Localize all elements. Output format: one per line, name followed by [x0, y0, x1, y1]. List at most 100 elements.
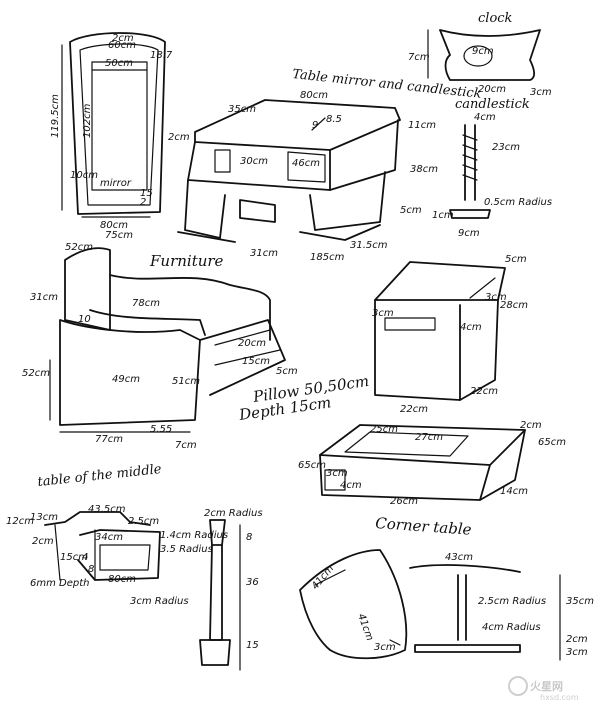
- mirror-side: 18.7: [150, 50, 173, 61]
- vanity-base: 185cm: [310, 252, 345, 263]
- middle-c: 15cm: [60, 552, 88, 563]
- middle-length: 34cm: [95, 532, 123, 543]
- low-table-leg-w: 4cm: [340, 480, 362, 491]
- clock-edge: 3cm: [530, 87, 552, 98]
- sofa-drawer-h: 20cm: [238, 338, 266, 349]
- sofa-width: 77cm: [95, 434, 123, 445]
- corner-height: 35cm: [566, 596, 594, 607]
- middle-edge: 2.5cm: [128, 516, 159, 527]
- pedestal-top: 2cm Radius: [204, 508, 263, 519]
- box-drawing: 5cm 28cm 3cm 4cm 3cm 22cm 22cm: [372, 254, 528, 415]
- box-front-h: 4cm: [460, 322, 482, 333]
- middle-b: 8: [88, 564, 94, 575]
- low-table-top-w: 27cm: [415, 432, 443, 443]
- vanity-height: 38cm: [410, 164, 438, 175]
- sofa-height: 52cm: [22, 368, 50, 379]
- sofa-front: 49cm: [112, 374, 140, 385]
- watermark: 火星网 hxsd.com: [508, 676, 579, 702]
- candle-top: 4cm: [474, 112, 496, 123]
- box-top: 5cm: [505, 254, 527, 265]
- low-table-leg: 3cm: [326, 468, 348, 479]
- corner-foot2: 3cm: [566, 647, 588, 658]
- sofa-arm-top: 75cm: [105, 230, 133, 241]
- box-width: 22cm: [400, 404, 428, 415]
- mirror-small-b: 2: [140, 197, 146, 208]
- vanity-drawer-left: 30cm: [240, 156, 268, 167]
- candle-height: 23cm: [492, 142, 520, 153]
- sofa-arm-w: 52cm: [65, 242, 93, 253]
- pedestal-h1: 36: [246, 577, 259, 588]
- mirror-drawing: 2cm 60cm 50cm 119.5cm 102cm 18.7 mirror …: [50, 32, 173, 231]
- low-table-edge: 2cm: [520, 420, 542, 431]
- sofa-seat: 78cm: [132, 298, 160, 309]
- clock-width: 20cm: [478, 84, 506, 95]
- corner-stem: 2.5cm Radius: [478, 596, 546, 607]
- middle-left2: 13cm: [30, 512, 58, 523]
- box-height: 28cm: [500, 300, 528, 311]
- pedestal-r: 3cm Radius: [130, 596, 189, 607]
- corner-r2: 41cm: [355, 612, 375, 642]
- corner-foot1: 2cm: [566, 634, 588, 645]
- middle-left: 12cm: [6, 516, 34, 527]
- clock-drawing: 7cm 9cm 20cm 3cm: [408, 29, 552, 98]
- vanity-leg-w: 31.5cm: [350, 240, 388, 251]
- vanity-foot: 5cm: [400, 205, 422, 216]
- watermark-url: hxsd.com: [540, 693, 579, 702]
- mirror-bottom: 10cm: [70, 170, 98, 181]
- candle-base: 9cm: [458, 228, 480, 239]
- candlestick-drawing: 4cm 23cm 0.5cm Radius 1cm 9cm: [432, 112, 552, 239]
- sofa-back-h: 31cm: [30, 292, 58, 303]
- low-table-width: 26cm: [390, 496, 418, 507]
- sofa-drawing: 52cm 75cm 31cm 78cm 10 52cm 49cm 51cm 20…: [22, 230, 298, 451]
- middle-r1: 1.4cm Radius: [160, 530, 228, 541]
- title-candlestick: candlestick: [455, 97, 530, 112]
- watermark-logo-icon: [508, 676, 528, 696]
- corner-width: 43cm: [445, 552, 473, 563]
- vanity-edge: 2cm: [168, 132, 190, 143]
- low-table-height-l: 65cm: [298, 460, 326, 471]
- mirror-small-h: 15: [140, 188, 153, 199]
- sofa-leg: 5cm: [276, 366, 298, 377]
- mirror-inner-height: 102cm: [82, 103, 93, 138]
- vanity-drawer-right: 46cm: [292, 158, 320, 169]
- vanity-table-drawing: 80cm 35cm 2cm 9 8.5 30cm 46cm 11cm 38cm …: [168, 90, 438, 263]
- mirror-top-width: 60cm: [108, 40, 136, 51]
- mirror-width: 80cm: [100, 220, 128, 231]
- box-depth: 22cm: [470, 386, 498, 397]
- sofa-arm-off: 10: [78, 314, 91, 325]
- middle-d1: 2cm: [32, 536, 54, 547]
- middle-a: 4: [82, 552, 88, 563]
- low-table-depth: 14cm: [500, 486, 528, 497]
- clock-height: 7cm: [408, 52, 430, 63]
- sofa-side: 51cm: [172, 376, 200, 387]
- pedestal-h2: 15: [246, 640, 259, 651]
- title-corner-table: Corner table: [375, 514, 473, 539]
- vanity-angle: 9: [312, 120, 318, 131]
- pedestal-h3: 8: [246, 532, 252, 543]
- box-handle: 3cm: [372, 308, 394, 319]
- vanity-top-width: 80cm: [300, 90, 328, 101]
- vanity-angle2: 8.5: [326, 114, 342, 125]
- middle-depth: 6mm Depth: [30, 578, 89, 589]
- sofa-foot: 7cm: [175, 440, 197, 451]
- vanity-side-h: 11cm: [408, 120, 436, 131]
- box-side: 3cm: [485, 292, 507, 303]
- sofa-bottom: 5.55: [150, 424, 172, 435]
- corner-table-drawing: 43cm 41cm 41cm 3cm 2.5cm Radius 4cm Radi…: [299, 549, 594, 661]
- vanity-depth: 35cm: [228, 104, 256, 115]
- mirror-top-inner: 2cm: [112, 33, 134, 44]
- watermark-text: 火星网: [530, 680, 563, 693]
- low-table-drawing: 25cm 27cm 2cm 65cm 65cm 3cm 4cm 26cm 14c…: [298, 420, 566, 507]
- mirror-height: 119.5cm: [50, 94, 61, 138]
- corner-base-r: 4cm Radius: [482, 622, 541, 633]
- middle-bottom: 80cm: [108, 574, 136, 585]
- sofa-drawer-d: 15cm: [242, 356, 270, 367]
- title-clock: clock: [478, 11, 513, 26]
- pedestal-drawing: 2cm Radius 3cm Radius 36 15 8: [130, 508, 263, 671]
- low-table-top-edge: 25cm: [370, 424, 398, 435]
- title-furniture: Furniture: [149, 252, 224, 270]
- candle-foot: 1cm: [432, 210, 454, 221]
- middle-table-drawing: 43.5cm 2.5cm 12cm 13cm 2cm 34cm 1.4cm Ra…: [6, 504, 228, 589]
